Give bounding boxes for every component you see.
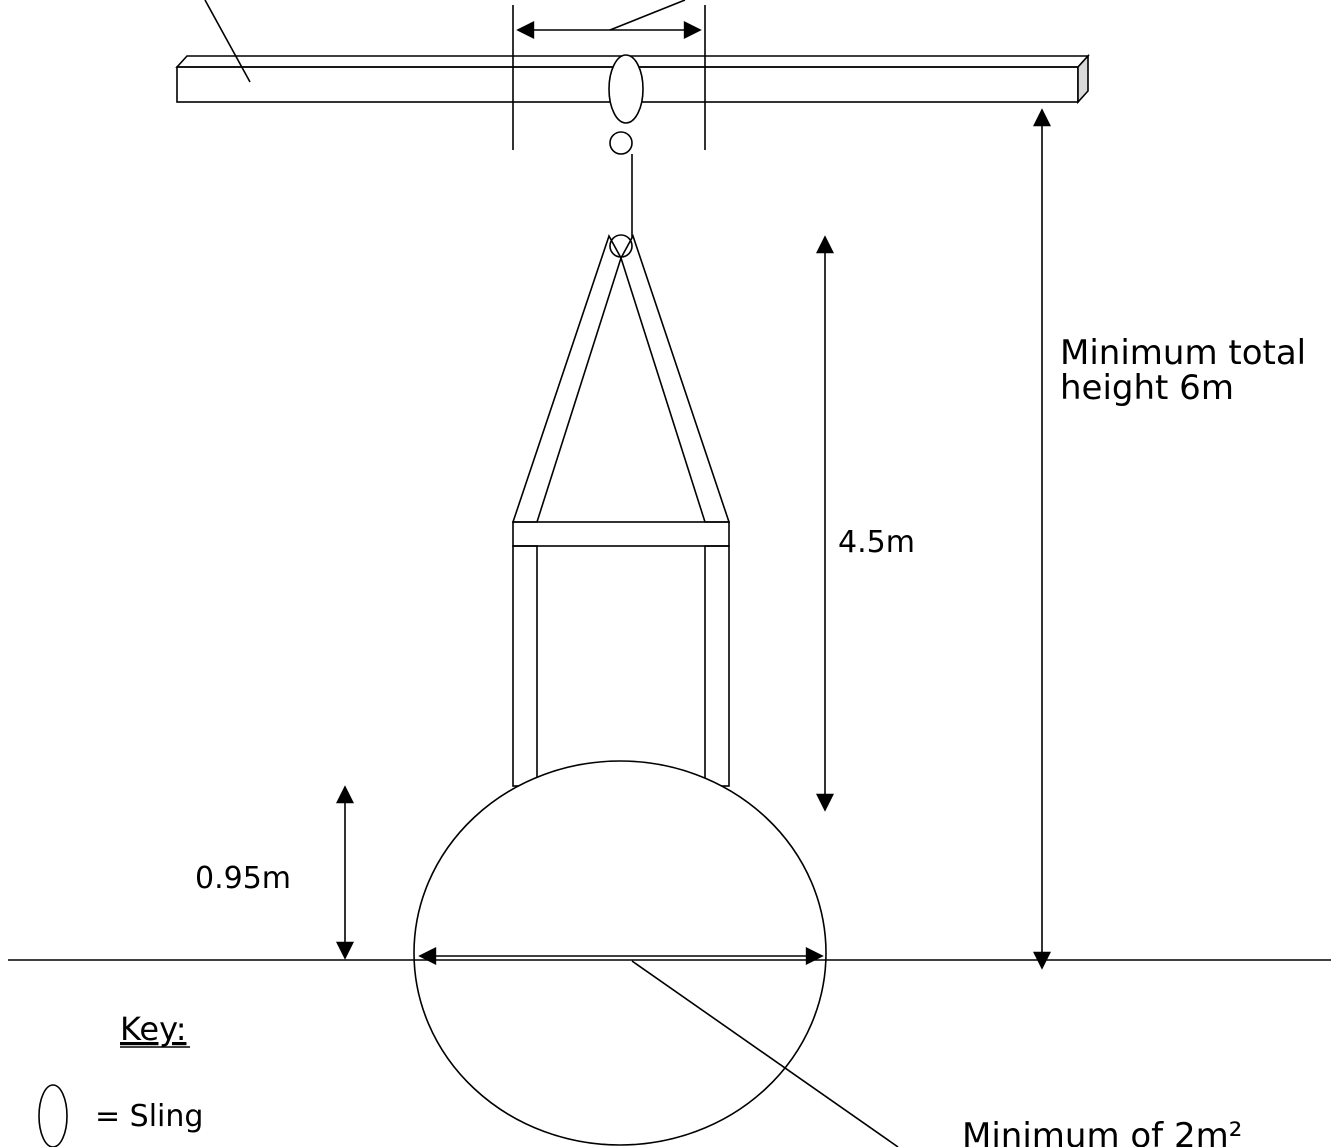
lower-shackle-ring [609,234,633,258]
pool-area-leader-line [631,960,899,1147]
key-title: Key: [120,1010,186,1048]
frame-crossbar [512,521,730,547]
frame-left-leg [511,234,622,523]
lift-height-label: 0.95m [195,861,291,896]
spacing-leader-line [609,0,686,31]
total-height-label-line1: Minimum total [1060,333,1306,373]
inner-height-label: 4.5m [838,525,915,560]
frame-right-upright [704,545,730,787]
pool-area-label: Minimum of 2m² [962,1116,1242,1147]
spreader-frame [511,234,731,787]
upper-shackle-ring [609,131,633,155]
key-sling-label: = Sling [95,1099,203,1134]
total-height-label-line2: height 6m [1060,368,1234,408]
sling-icon [608,54,644,124]
frame-right-leg [620,234,731,523]
beam-end-face [1077,53,1089,105]
key-sling-icon [38,1084,68,1147]
beam-leader-line [204,0,251,83]
pool-circle [413,760,827,1146]
frame-left-upright [512,545,538,787]
